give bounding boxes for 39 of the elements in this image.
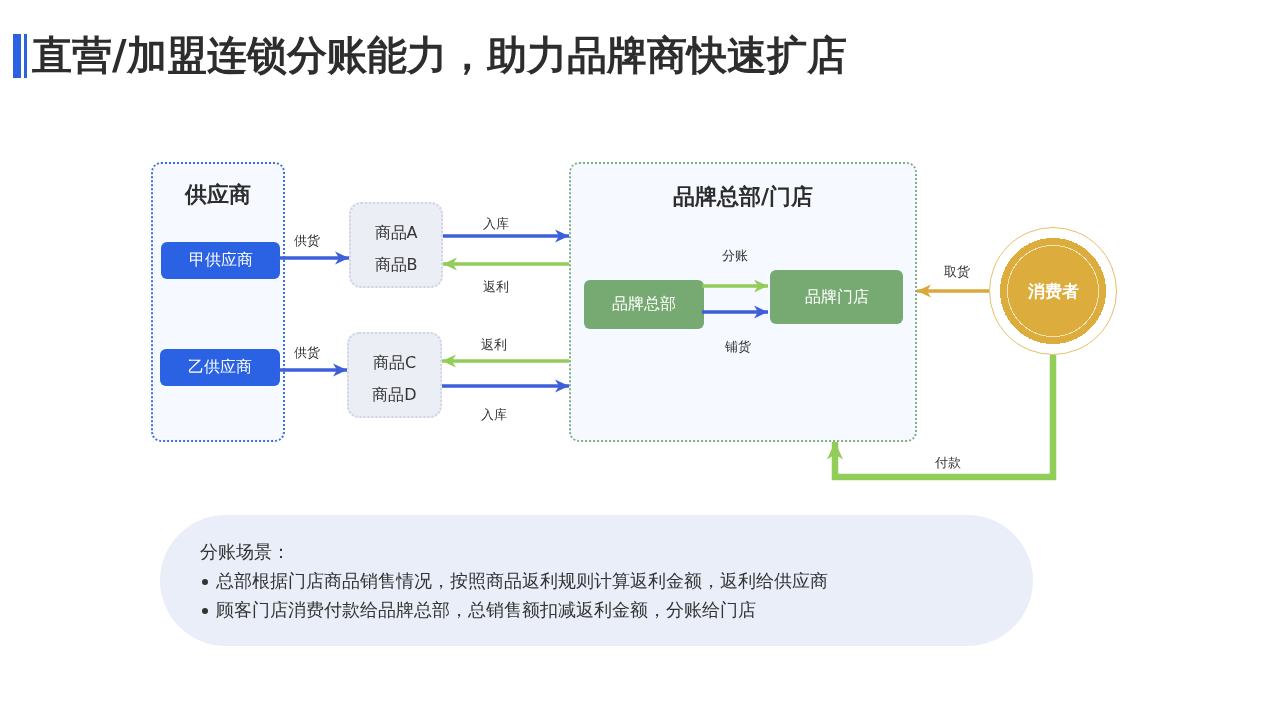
arrow [443,257,569,271]
edge-label: 返利 [483,278,509,296]
item-box [347,332,442,418]
entity-box: 乙供应商 [160,349,280,386]
arrow [278,363,347,377]
page-title: 直营/加盟连锁分账能力，助力品牌商快速扩店 [32,31,847,80]
arrow [442,354,569,368]
group-panel [569,162,917,442]
item-label: 商品D [372,384,417,406]
note-heading: 分账场景： [200,540,290,564]
arrow [442,379,569,393]
circle-node: 消费者 [989,227,1117,355]
edge-label: 供货 [294,232,320,250]
arrow [278,251,349,265]
edge-label: 入库 [483,215,509,233]
arrow [443,229,569,243]
edge-label: 返利 [481,336,507,354]
entity-box: 甲供应商 [161,242,280,279]
arrow [702,305,768,319]
arrow [917,284,989,298]
entity-box: 品牌总部 [584,280,704,329]
group-panel [151,162,285,442]
item-label: 商品C [372,352,417,374]
edge-label: 分账 [722,247,748,265]
edge-label: 付款 [935,454,961,472]
edge-label: 入库 [481,406,507,424]
item-box [349,202,443,288]
entity-box: 品牌门店 [770,270,903,324]
arrow [826,355,1057,481]
panel-title: 品牌总部/门店 [673,183,813,211]
arrow [702,279,768,293]
edge-label: 铺货 [725,338,751,356]
edge-label: 取货 [944,263,970,281]
item-label: 商品B [374,254,418,276]
panel-title: 供应商 [185,181,251,209]
item-label: 商品A [374,222,418,244]
bullet-text: 顾客门店消费付款给品牌总部，总销售额扣减返利金额，分账给门店 [216,598,756,622]
bullet-text: 总部根据门店商品销售情况，按照商品返利规则计算返利金额，返利给供应商 [216,569,828,593]
edge-label: 供货 [294,344,320,362]
